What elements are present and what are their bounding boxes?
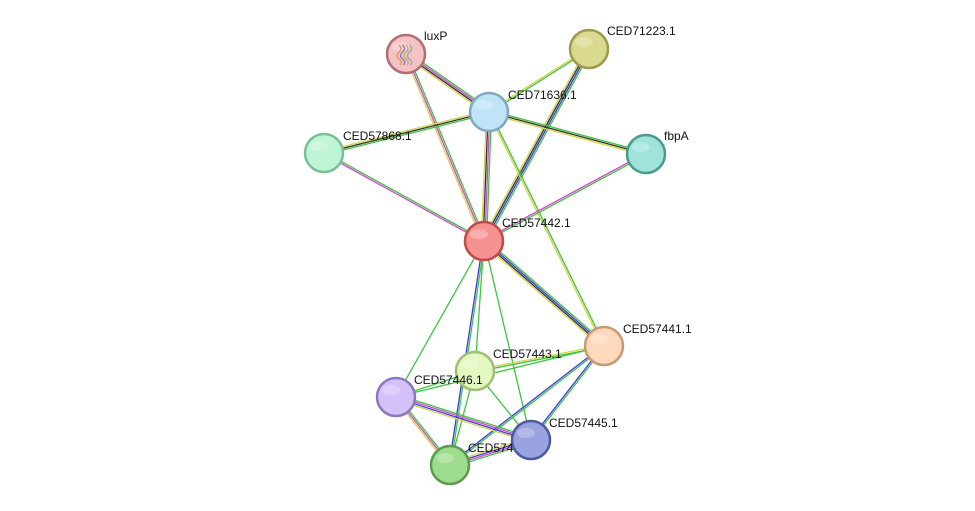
edge-line-yellow	[323, 109, 489, 152]
edge-line-magenta	[323, 153, 484, 243]
node-label: CED57446.1	[414, 373, 483, 387]
edge-line-green	[450, 346, 605, 467]
edge-line-yellow	[480, 111, 488, 241]
edge-line-yellow	[395, 398, 531, 444]
edge-CED57442.1-CED57443.1	[474, 240, 485, 372]
edge-CED57441.1-CED57444.1	[449, 344, 605, 467]
node-highlight	[632, 142, 650, 152]
node-CED57444.1[interactable]: CED574	[429, 441, 514, 486]
edge-CED71223.1-CED57442.1	[481, 47, 592, 243]
node-CED57441.1[interactable]: CED57441.1	[583, 322, 692, 367]
edge-line-black	[482, 48, 589, 241]
node-highlight	[310, 141, 328, 151]
edge-CED57442.1-CED57446.1	[395, 240, 485, 398]
edge-line-green	[395, 345, 605, 398]
node-circle[interactable]	[510, 419, 552, 461]
node-highlight	[575, 37, 593, 47]
edge-CED71636.1-CED57442.1	[480, 111, 493, 242]
node-label: CED57443.1	[493, 347, 562, 361]
node-label: fbpA	[664, 129, 689, 143]
edge-line-magenta	[405, 53, 485, 242]
edge-line-green	[484, 154, 647, 243]
edge-line-green	[324, 151, 485, 241]
edge-CED71636.1-fbpA	[488, 109, 647, 157]
node-CED71223.1[interactable]: CED71223.1	[568, 24, 676, 70]
node-circle[interactable]	[568, 28, 610, 70]
edge-line-black	[323, 111, 490, 154]
node-CED57446.1[interactable]: CED57446.1	[375, 373, 483, 418]
node-CED57442.1[interactable]: CED57442.1	[463, 216, 571, 262]
edge-line-yellow	[403, 54, 484, 242]
node-highlight	[590, 334, 608, 344]
node-highlight	[382, 385, 400, 395]
edge-line-green	[474, 240, 485, 372]
edge-line-blue	[484, 49, 591, 242]
node-luxP[interactable]: luxP	[385, 29, 447, 75]
edge-CED71636.1-CED57441.1	[487, 111, 606, 347]
node-label: CED574	[468, 441, 514, 455]
edge-line-black	[488, 111, 647, 155]
node-circle[interactable]	[463, 220, 505, 262]
node-highlight	[517, 428, 535, 438]
edge-line-blue	[449, 344, 604, 465]
node-highlight	[475, 100, 493, 110]
edge-line-yellow	[474, 344, 604, 371]
edges-layer	[323, 47, 647, 469]
edge-line-magenta	[484, 112, 491, 242]
node-label: CED71223.1	[607, 24, 676, 38]
node-circle[interactable]	[468, 91, 510, 133]
node-fbpA[interactable]: fbpA	[625, 129, 689, 175]
node-circle[interactable]	[303, 132, 345, 174]
edge-CED57441.1-CED57446.1	[395, 345, 605, 398]
edge-line-yellow	[487, 112, 604, 347]
node-circle[interactable]	[454, 350, 496, 392]
edge-line-green	[324, 113, 490, 156]
node-label: CED57442.1	[502, 216, 571, 230]
node-label: CED57445.1	[549, 416, 618, 430]
edge-line-yellow	[481, 242, 603, 349]
edge-line-blue	[395, 397, 531, 442]
edge-line-green	[489, 111, 606, 346]
edge-line-black	[483, 241, 604, 348]
edge-CED57868.1-CED57442.1	[323, 151, 485, 243]
node-CED57445.1[interactable]: CED57445.1	[510, 416, 618, 461]
node-circle[interactable]	[625, 133, 667, 175]
node-label: CED57868.1	[343, 129, 412, 143]
node-circle[interactable]	[385, 33, 427, 75]
node-label: CED57441.1	[623, 322, 692, 336]
edge-line-green	[489, 109, 647, 153]
edge-line-green	[485, 238, 607, 345]
node-CED71636.1[interactable]: CED71636.1	[468, 88, 577, 133]
node-circle[interactable]	[429, 444, 471, 486]
edge-line-green	[396, 393, 532, 439]
edge-line-green	[485, 49, 592, 243]
edge-line-magenta	[483, 152, 646, 241]
edge-CED57446.1-CED57445.1	[395, 393, 532, 444]
node-CED57868.1[interactable]: CED57868.1	[303, 129, 412, 174]
edge-CED71636.1-CED57868.1	[323, 109, 490, 156]
edge-CED57442.1-CED57441.1	[481, 238, 607, 349]
node-highlight	[436, 453, 454, 463]
node-circle[interactable]	[375, 376, 417, 418]
edge-line-blue	[484, 239, 605, 346]
edge-line-yellow	[488, 113, 646, 157]
edge-fbpA-CED57442.1	[483, 152, 647, 243]
edge-line-green	[395, 240, 485, 398]
node-label: CED71636.1	[508, 88, 577, 102]
node-label: luxP	[424, 29, 447, 43]
edge-line-yellow	[481, 47, 588, 241]
node-CED57443.1[interactable]: CED57443.1	[454, 347, 562, 392]
edge-line-green	[406, 53, 487, 241]
protein-structure-icon	[396, 44, 413, 66]
edge-line-magenta	[396, 395, 532, 440]
edge-luxP-CED57442.1	[403, 53, 487, 242]
edge-line-green	[485, 112, 493, 242]
edge-line-black	[482, 111, 489, 241]
node-circle[interactable]	[583, 325, 625, 367]
node-highlight	[461, 359, 479, 369]
node-highlight	[470, 229, 488, 239]
